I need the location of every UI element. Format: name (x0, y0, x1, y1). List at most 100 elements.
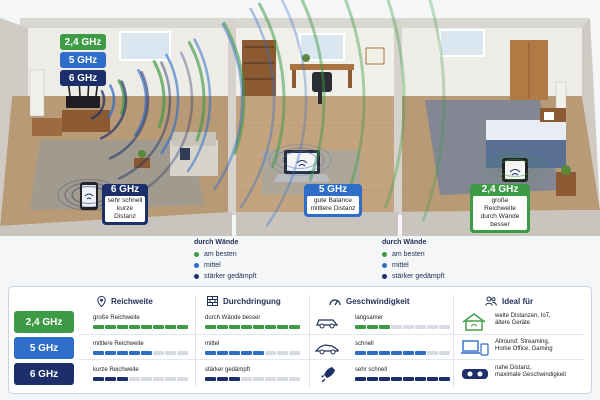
level-segment-filled (229, 377, 240, 381)
level-bar (205, 325, 300, 329)
level-segment-empty (165, 351, 176, 355)
cell-text: stärker gedämpft (205, 367, 251, 373)
header-speed-label: Geschwindigkeit (346, 296, 410, 306)
room-info-2-4ghz: 2,4 GHz große Reichweite durch Wände bes… (470, 184, 530, 233)
cell-penetration: mittel (205, 340, 300, 355)
signal-wave-arc (213, 23, 244, 191)
signal-wave-arc (265, 0, 308, 227)
room-band: 2,4 GHz (481, 184, 519, 195)
level-segment-filled (355, 351, 366, 355)
level-segment-filled (117, 351, 128, 355)
level-segment-filled (289, 325, 300, 329)
cell-ideal: weite Distanzen, IoT, ältere Geräte (495, 313, 589, 327)
wall-note-right: durch Wände am besten mittel stärker ged… (382, 239, 472, 282)
signal-wave-arc (99, 80, 128, 140)
brick-wall-icon (207, 296, 218, 306)
cell-text: sehr schnell (355, 367, 388, 373)
level-segment-filled (105, 351, 116, 355)
cell-text: mittlere Reichweite (93, 341, 144, 347)
level-segment-filled (129, 325, 140, 329)
level-segment-empty (153, 351, 164, 355)
signal-wave-arc (222, 21, 246, 155)
level-segment-empty (277, 377, 288, 381)
room-line-2: kurze Distanz (114, 205, 136, 220)
signal-wave-arc (117, 61, 172, 180)
room-line-2: mittlere Distanz (310, 205, 356, 212)
cell-ideal: nahe Distanz, maximale Geschwindigkeit (495, 365, 589, 379)
level-segment-filled (391, 377, 402, 381)
level-segment-empty (289, 377, 300, 381)
smart-home-icon (462, 313, 486, 331)
cell-text: schnell (355, 341, 374, 347)
signal-wave-arc (421, 0, 446, 222)
device-signal-ring (282, 150, 318, 170)
level-segment-filled (153, 325, 164, 329)
level-segment-empty (241, 377, 252, 381)
level-segment-empty (177, 351, 188, 355)
signal-wave-arc (117, 79, 126, 115)
level-segment-filled (403, 377, 414, 381)
level-segment-empty (141, 377, 152, 381)
wall-note-item: stärker gedämpft (392, 273, 445, 280)
band-tag-2-4ghz: 2,4 GHz (60, 34, 106, 50)
header-ideal: Ideal für (485, 293, 533, 309)
signal-wave-arc (90, 90, 106, 120)
laptop-monitor-icon (461, 340, 489, 356)
room-band: 6 GHz (110, 184, 140, 195)
navy-dot-icon (382, 274, 387, 279)
level-segment-filled (439, 377, 450, 381)
blue-dot-icon (194, 263, 199, 268)
level-segment-empty (403, 325, 414, 329)
ideal-line-1: nahe Distanz, (495, 365, 532, 371)
green-dot-icon (382, 252, 387, 257)
level-segment-empty (427, 325, 438, 329)
level-segment-filled (129, 351, 140, 355)
level-segment-filled (93, 325, 104, 329)
cell-text: langsamer (355, 315, 384, 321)
level-segment-filled (229, 325, 240, 329)
row-label-5ghz: 5 GHz (14, 337, 74, 359)
level-segment-empty (277, 351, 288, 355)
level-segment-filled (253, 351, 264, 355)
band-tag-5ghz: 5 GHz (60, 52, 106, 68)
band-tag-6ghz: 6 GHz (60, 70, 106, 86)
level-segment-filled (367, 351, 378, 355)
level-segment-empty (265, 351, 276, 355)
level-segment-filled (93, 351, 104, 355)
row-label-2-4ghz: 2,4 GHz (14, 311, 74, 333)
signal-wave-arc (343, 0, 366, 195)
level-bar (355, 325, 450, 329)
level-bar (93, 325, 188, 329)
level-segment-filled (367, 377, 378, 381)
level-segment-filled (205, 377, 216, 381)
level-segment-filled (379, 325, 390, 329)
level-segment-filled (117, 377, 128, 381)
level-bar (205, 351, 300, 355)
level-segment-filled (253, 325, 264, 329)
header-speed: Geschwindigkeit (329, 293, 410, 309)
wall-note-item: mittel (392, 262, 409, 269)
level-segment-empty (165, 377, 176, 381)
rocket-icon (321, 367, 335, 383)
level-bar (205, 377, 300, 381)
level-segment-empty (289, 351, 300, 355)
cell-speed: schnell (355, 340, 450, 355)
level-segment-filled (403, 351, 414, 355)
level-segment-filled (229, 351, 240, 355)
signal-wave-arc (108, 70, 150, 160)
level-bar (355, 377, 450, 381)
level-segment-filled (367, 325, 378, 329)
level-bar (355, 351, 450, 355)
house-illustration (0, 0, 600, 236)
ideal-line-2: ältere Geräte (495, 320, 531, 326)
level-segment-empty (439, 325, 450, 329)
room-line-2: durch Wände besser (480, 213, 520, 228)
cell-text: mittel (205, 341, 220, 347)
level-segment-filled (379, 351, 390, 355)
level-segment-filled (205, 351, 216, 355)
users-icon (485, 296, 497, 306)
cell-text: große Reichweite (93, 315, 140, 321)
header-range: Reichweite (97, 293, 153, 309)
level-segment-empty (415, 325, 426, 329)
signal-wave-arc (160, 53, 180, 155)
